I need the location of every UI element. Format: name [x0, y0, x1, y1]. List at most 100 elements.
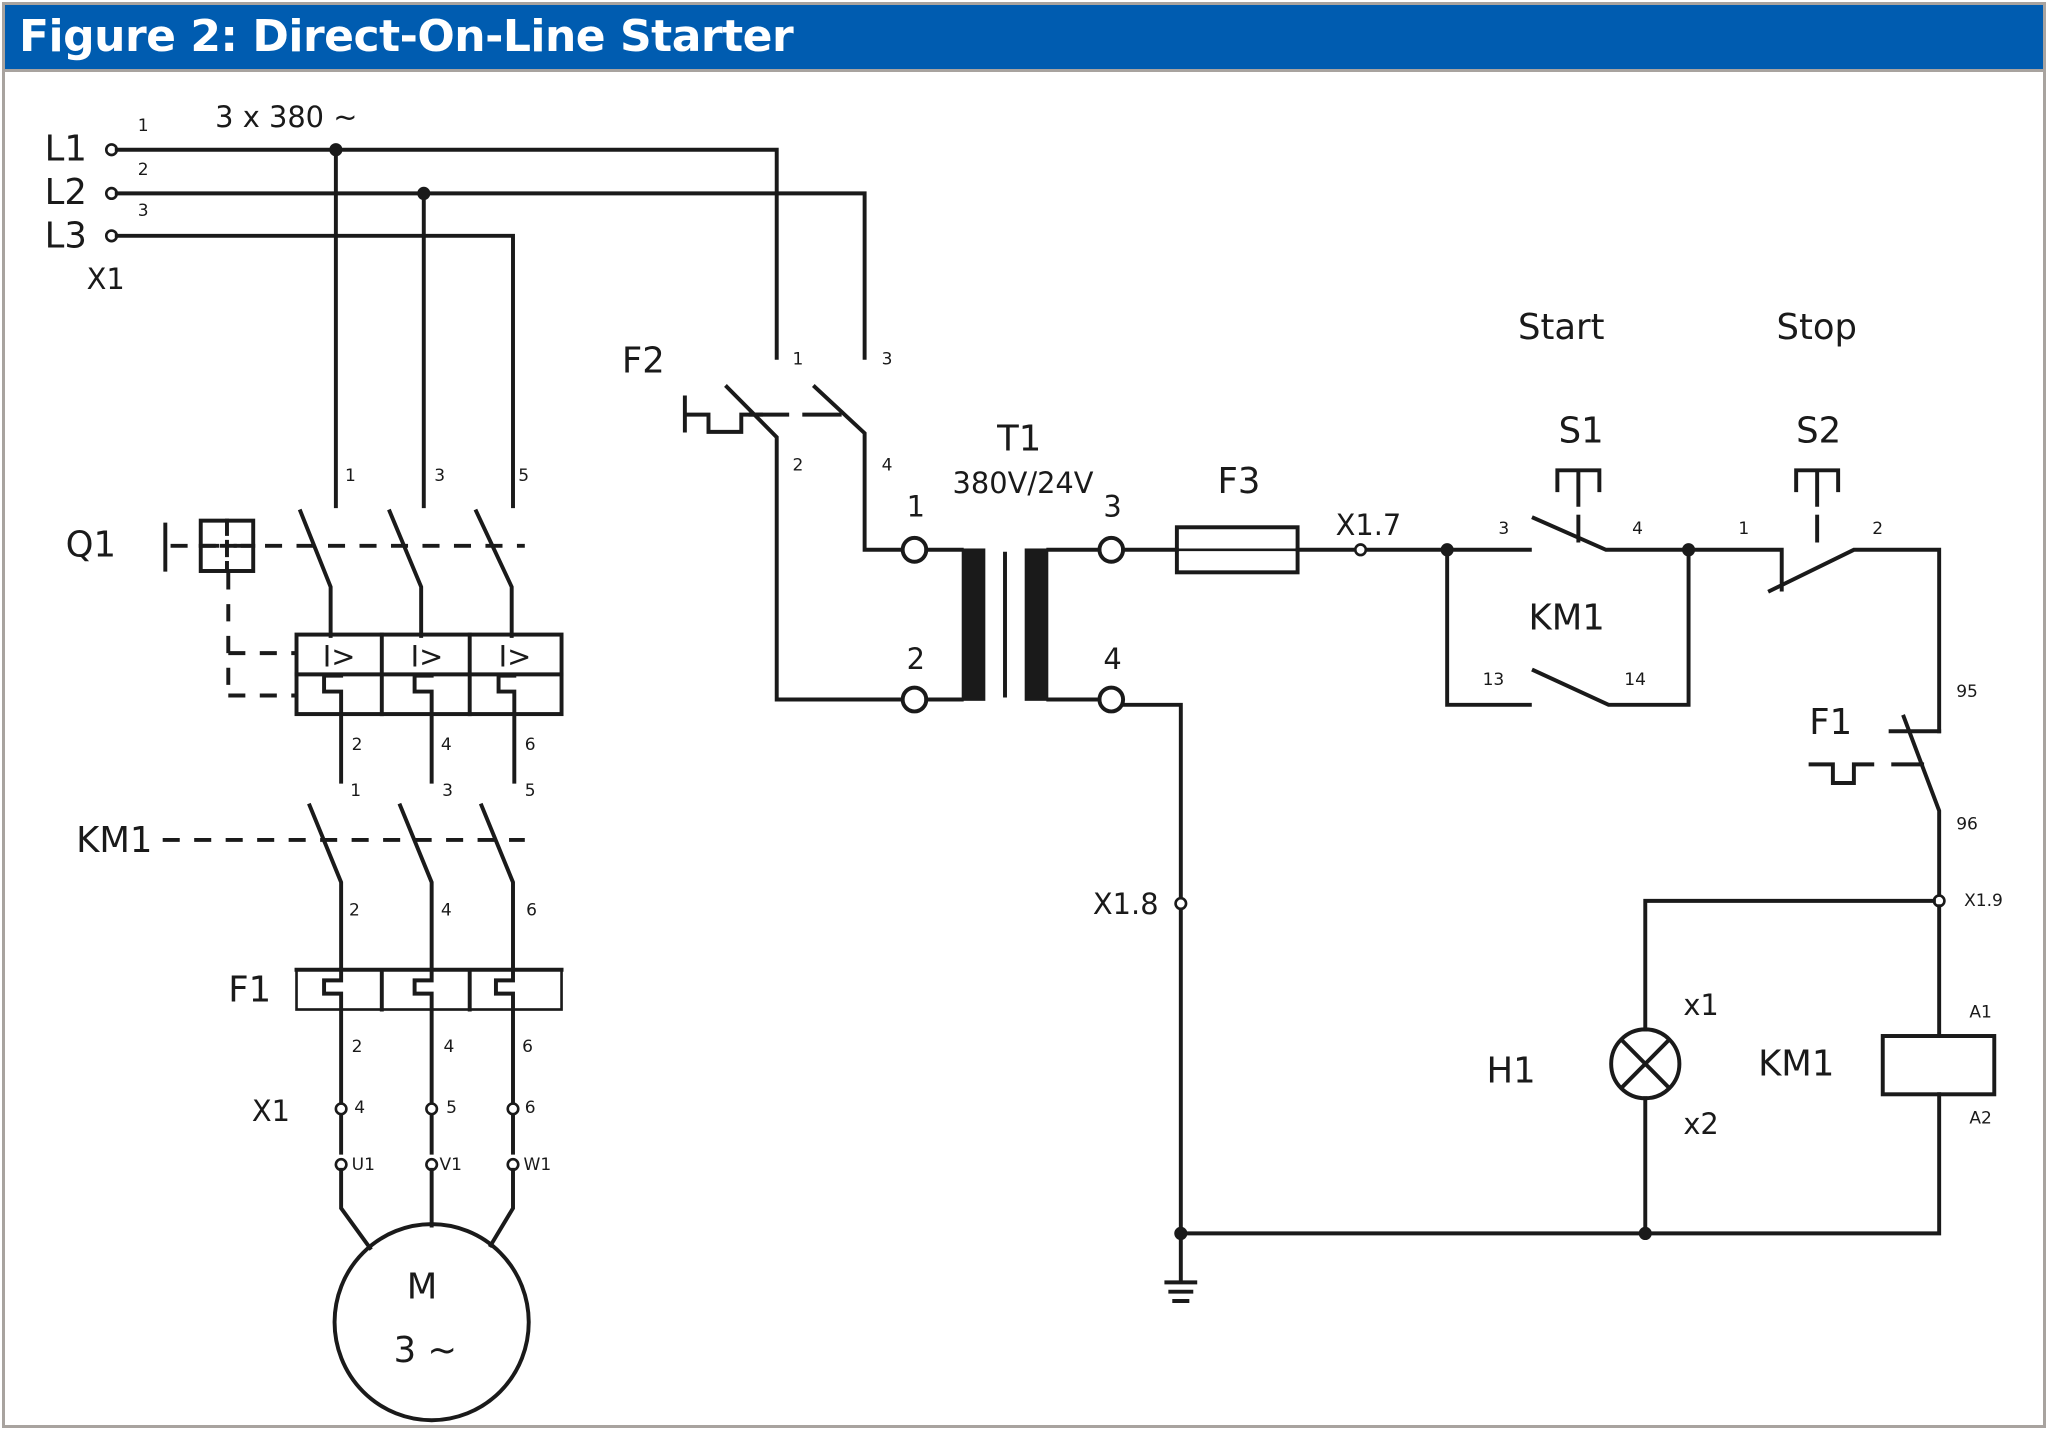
km1-coil-label: KM1	[1758, 1044, 1834, 1085]
f2-terminal-1: 1	[792, 349, 803, 369]
km1-terminal-6: 6	[526, 900, 537, 920]
x1-terminal-6: 6	[525, 1098, 536, 1118]
q1-circuit-breaker: 1 3 5 Q1 I> I> I> 2 4 6	[66, 466, 564, 784]
return-wire	[1121, 702, 1942, 1236]
start-caption: Start	[1518, 307, 1605, 348]
l2-label: L2	[45, 172, 87, 213]
t1-secondary-winding-icon	[1024, 548, 1049, 701]
s2-terminal-1: 1	[1738, 519, 1749, 539]
t1-transformer: T1 380V/24V 1 2 3 4	[900, 418, 1126, 714]
f1-terminal-4: 4	[443, 1037, 454, 1057]
x1-terminal-4: 4	[354, 1098, 365, 1118]
q1-terminal-5: 5	[518, 466, 529, 486]
f2-control-breaker: F2 1 3 2 4	[622, 340, 905, 702]
supply-label: 3 x 380 ~	[215, 100, 357, 134]
junction-dot	[417, 186, 431, 201]
f1-dividers	[294, 967, 564, 1012]
terminal-icon	[425, 1102, 439, 1116]
f3-label: F3	[1218, 461, 1261, 502]
h1-lamp-cross	[1618, 1037, 1672, 1091]
q1-trip-link	[226, 572, 297, 698]
f2-contact-1	[724, 384, 905, 702]
f2-thermal-icon	[682, 395, 763, 434]
motor-terminal-w1: W1	[523, 1155, 551, 1175]
s2-terminal-2: 2	[1872, 519, 1883, 539]
t1-terminal-icon	[900, 535, 929, 564]
km1-main-contactor: 1 3 5 KM1 2 4 6	[76, 781, 537, 970]
lamp-supply-wire	[1643, 898, 1936, 1032]
t1-leads	[924, 547, 1102, 702]
km1-label: KM1	[76, 820, 152, 861]
f2-label: F2	[622, 340, 665, 381]
km1-aux-label: KM1	[1529, 597, 1605, 638]
t1-terminal-3: 3	[1103, 490, 1121, 524]
h1-terminal-x2: x2	[1683, 1107, 1718, 1141]
f1-thermal-icon	[493, 967, 515, 1155]
q1-terminal-1: 1	[345, 466, 356, 486]
q1-contact-2	[387, 508, 424, 638]
q1-terminal-6: 6	[525, 735, 536, 755]
q1-thermal-icon	[322, 673, 344, 784]
km1-terminal-5: 5	[525, 781, 536, 801]
f1-aux-contact: 95 F1 96	[1808, 682, 1978, 906]
f2-contact-2	[811, 384, 905, 552]
t1-terminal-icon	[1097, 535, 1126, 564]
f1-block	[295, 968, 563, 1011]
km1-aux-terminal-13: 13	[1483, 670, 1505, 690]
km1-contact-1	[307, 802, 344, 970]
x17-label: X1.7	[1336, 508, 1402, 542]
km1-coil-icon	[1880, 1034, 1997, 1097]
supply-lines: 3 x 380 ~ L1 L2 L3 1 2 3 X1	[45, 100, 867, 509]
f1-aux-terminal-96: 96	[1956, 814, 1978, 834]
junction-dot	[1638, 1226, 1652, 1241]
f1-aux-terminal-95: 95	[1956, 682, 1978, 702]
motor-lead-u	[339, 1167, 373, 1251]
l3-label: L3	[45, 216, 87, 257]
x1-terminal-5: 5	[446, 1098, 457, 1118]
f2-terminal-2: 2	[792, 455, 803, 475]
s1-terminal-4: 4	[1632, 519, 1643, 539]
x1-motor-label: X1	[252, 1094, 290, 1128]
f1-terminal-2: 2	[352, 1037, 363, 1057]
t1-terminal-2: 2	[907, 642, 925, 676]
f1-aux-label: F1	[1809, 702, 1852, 743]
control-line: F3 X1.7 Start Stop S1 S2 3 4 1 2 KM1 13 …	[1121, 307, 1942, 734]
load-circuit: X1.9 H1 x1 x2 KM1 A1 A2 X1.8	[1093, 702, 2003, 1303]
f1-aux-blade	[1901, 714, 1942, 906]
q1-thermal-icon	[496, 673, 517, 784]
h1-terminal-x1: x1	[1683, 988, 1718, 1022]
l3-wire	[114, 233, 515, 509]
l1-label: L1	[45, 128, 87, 169]
km1-terminal-1: 1	[350, 781, 361, 801]
t1-primary-winding-icon	[961, 548, 986, 701]
figure-header: Figure 2: Direct-On-Line Starter	[5, 5, 2043, 72]
motor-terminals: X1 4 5 6 U1 V1 W1 M 3 ~	[252, 1094, 551, 1423]
t1-terminal-icon	[1097, 685, 1126, 714]
q1-overcurrent-icon: I>	[499, 639, 532, 673]
motor-terminal-v1: V1	[440, 1155, 463, 1175]
motor-lead-w	[487, 1167, 515, 1249]
terminal-icon	[334, 1102, 348, 1116]
q1-terminal-2: 2	[352, 735, 363, 755]
f1-label: F1	[228, 969, 271, 1010]
km1-terminal-2: 2	[349, 900, 360, 920]
motor-label: M	[407, 1266, 438, 1307]
junction-dot	[329, 143, 343, 157]
s2-label: S2	[1796, 410, 1841, 451]
x18-terminal-icon	[1174, 896, 1188, 911]
s2-pushbutton-icon	[1794, 468, 1841, 507]
q1-overcurrent-icon: I>	[411, 639, 444, 673]
x18-label: X1.8	[1093, 887, 1159, 921]
km1-aux-terminal-14: 14	[1624, 670, 1646, 690]
f1-thermal-icon	[412, 967, 434, 1155]
km1-contact-3	[478, 802, 515, 970]
km1-coil-terminal-a2: A2	[1969, 1108, 1992, 1128]
stop-caption: Stop	[1776, 307, 1856, 348]
t1-terminal-1: 1	[907, 490, 925, 524]
l1-wire	[114, 147, 779, 360]
f1-aux-thermal-icon	[1808, 762, 1925, 785]
motor-phases: 3 ~	[394, 1330, 457, 1371]
km1-terminal-3: 3	[442, 781, 453, 801]
figure-title: Figure 2: Direct-On-Line Starter	[19, 11, 794, 62]
